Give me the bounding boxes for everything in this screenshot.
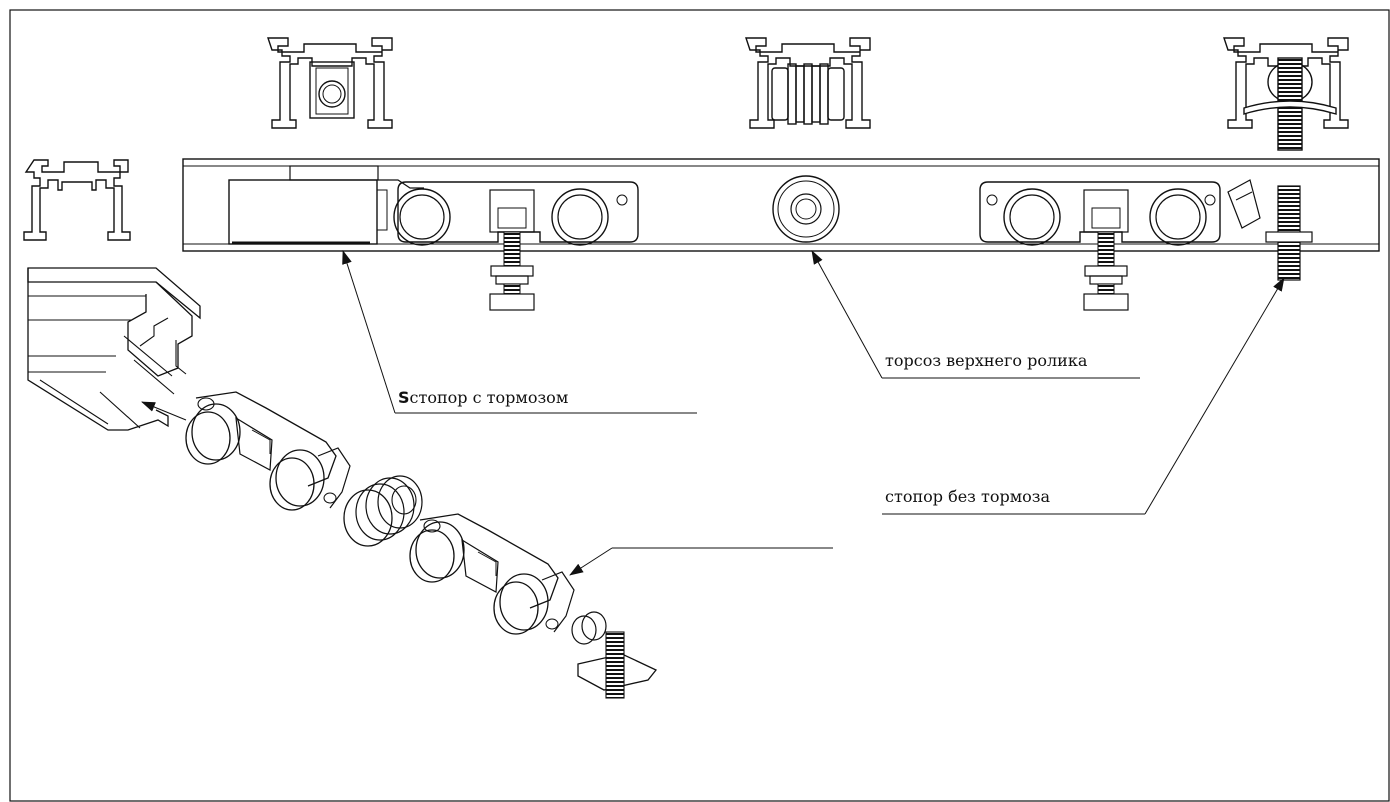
label-stop-without-brake: стопор без тормоза [885, 487, 1051, 506]
profile-cross-section [23, 159, 131, 241]
label-upper-roller-stop: торсоз верхнего ролика [885, 351, 1088, 370]
left-roller-carriage [393, 181, 639, 311]
right-roller-carriage [979, 181, 1221, 311]
leader-upper-roller-stop [811, 250, 883, 379]
leader-stop-with-brake [342, 250, 396, 414]
isometric-carriage-front [185, 391, 351, 511]
label-stop-with-brake: Sстопор с тормозом [398, 389, 568, 407]
label-stop-with-brake-text: стопор с тормозом [409, 388, 569, 407]
insert-arrow [141, 401, 187, 421]
brake-stop-block [228, 165, 424, 245]
upper-roller-stop [772, 175, 840, 243]
label-stop-with-brake-prefix: S [398, 388, 410, 407]
isometric-carriage-rear [409, 513, 575, 635]
drawing-frame [9, 9, 1390, 802]
leader-lines [141, 250, 1285, 576]
isometric-stop-without-brake [571, 611, 658, 699]
leader-stop-without-brake [1144, 277, 1285, 515]
isometric-rail [27, 267, 201, 431]
isometric-upper-roller [343, 475, 423, 547]
section-stop-with-brake [267, 37, 393, 129]
side-view-track [182, 158, 1380, 311]
section-stop-without-brake [1223, 37, 1349, 151]
section-upper-roller [745, 37, 871, 129]
stop-without-brake-part [1227, 179, 1313, 281]
